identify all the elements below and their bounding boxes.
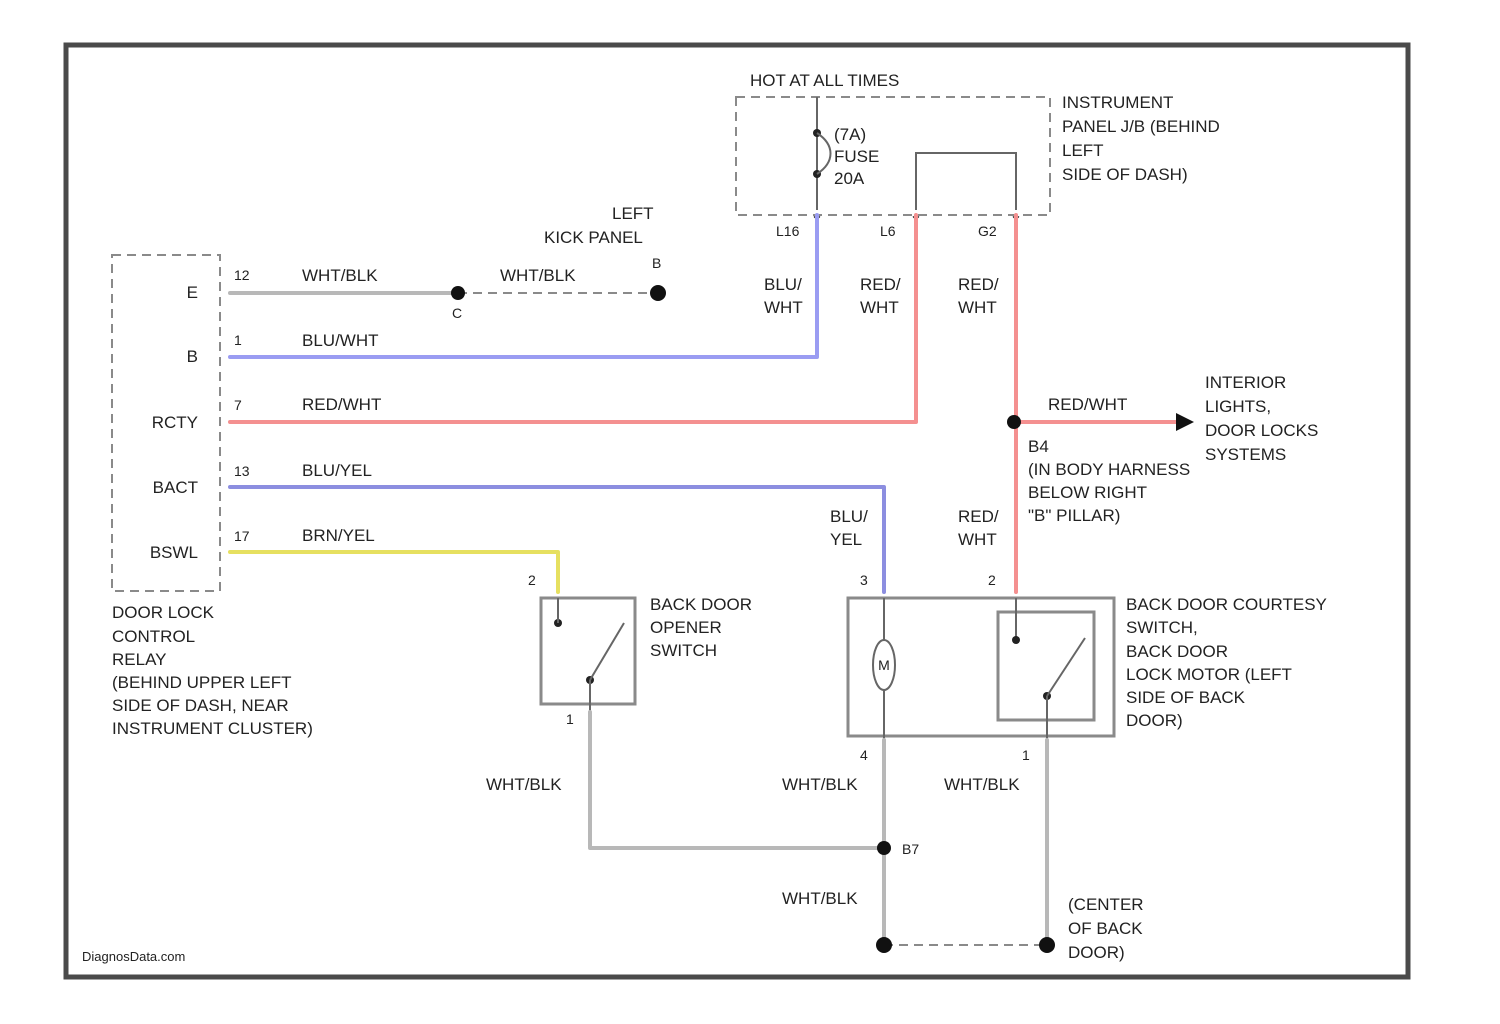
pin-g2: G2 xyxy=(978,223,997,239)
wire-l16-line-2: WHT xyxy=(764,298,803,317)
splice-b7-label: B7 xyxy=(902,841,919,857)
relay-pin-12: 12 xyxy=(234,267,250,283)
splice-c-label: C xyxy=(452,305,462,321)
fuse-line-3: 20A xyxy=(834,169,865,188)
relay-pin-7: 7 xyxy=(234,397,242,413)
relay-pin-1: 1 xyxy=(234,332,242,348)
motor-pin-3: 3 xyxy=(860,572,868,588)
opener-pin-2: 2 xyxy=(528,572,536,588)
ground-line-2: OF BACK xyxy=(1068,919,1143,938)
wire-ground-label: WHT/BLK xyxy=(500,266,576,285)
wire-l16-line-1: BLU/ xyxy=(764,275,802,294)
motor-letter: M xyxy=(878,657,890,673)
watermark: DiagnosData.com xyxy=(82,949,185,964)
courtesy-pin-1: 1 xyxy=(1022,747,1030,763)
opener-ground-label: WHT/BLK xyxy=(486,775,562,794)
splice-c-dot xyxy=(451,286,465,300)
b4-desc-line-3: "B" PILLAR) xyxy=(1028,506,1120,525)
motor-bluyel-line-2: YEL xyxy=(830,530,862,549)
back-door-line-4: LOCK MOTOR (LEFT xyxy=(1126,665,1292,684)
splice-b7-dot xyxy=(877,841,891,855)
interior-line-2: LIGHTS, xyxy=(1205,397,1271,416)
wire-interior-label: RED/WHT xyxy=(1048,395,1127,414)
ground-line-1: (CENTER xyxy=(1068,895,1144,914)
wire-l6-line-2: WHT xyxy=(860,298,899,317)
wire-g2-line-1: RED/ xyxy=(958,275,999,294)
fuse-line-1: (7A) xyxy=(834,125,866,144)
wire-bswl-label: BRN/YEL xyxy=(302,526,375,545)
opener-pin-1: 1 xyxy=(566,711,574,727)
back-door-line-3: BACK DOOR xyxy=(1126,642,1228,661)
motor-ground-label: WHT/BLK xyxy=(782,775,858,794)
relay-desc-line-1: DOOR LOCK xyxy=(112,603,215,622)
wire-bact-label: BLU/YEL xyxy=(302,461,372,480)
splice-b4-label: B4 xyxy=(1028,437,1049,456)
wire-rcty-label: RED/WHT xyxy=(302,395,381,414)
motor-pin-4: 4 xyxy=(860,747,868,763)
fuse-line-2: FUSE xyxy=(834,147,879,166)
kick-panel-ground-dot xyxy=(650,285,666,301)
kick-panel-line-2: KICK PANEL xyxy=(544,228,643,247)
opener-line-1: BACK DOOR xyxy=(650,595,752,614)
relay-desc-line-3: RELAY xyxy=(112,650,166,669)
interior-line-3: DOOR LOCKS xyxy=(1205,421,1318,440)
relay-terminal-rcty: RCTY xyxy=(152,413,198,432)
jb-desc-line-4: SIDE OF DASH) xyxy=(1062,165,1188,184)
b4-desc-line-2: BELOW RIGHT xyxy=(1028,483,1147,502)
ground-dot-right xyxy=(1039,937,1055,953)
wire-e-label: WHT/BLK xyxy=(302,266,378,285)
relay-pin-13: 13 xyxy=(234,463,250,479)
interior-line-4: SYSTEMS xyxy=(1205,445,1286,464)
wire-b-label: BLU/WHT xyxy=(302,331,379,350)
relay-terminal-bswl: BSWL xyxy=(150,543,198,562)
kick-panel-ground-id: B xyxy=(652,255,661,271)
pin-l16: L16 xyxy=(776,223,800,239)
kick-panel-line-1: LEFT xyxy=(612,204,653,223)
splice-b4-dot xyxy=(1007,415,1021,429)
motor-redwht-line-1: RED/ xyxy=(958,507,999,526)
splice-ground-label: WHT/BLK xyxy=(782,889,858,908)
back-door-line-2: SWITCH, xyxy=(1126,618,1198,637)
relay-desc-line-4: (BEHIND UPPER LEFT xyxy=(112,673,291,692)
back-door-line-1: BACK DOOR COURTESY xyxy=(1126,595,1327,614)
motor-bluyel-line-1: BLU/ xyxy=(830,507,868,526)
relay-terminal-b: B xyxy=(187,347,198,366)
back-door-line-6: DOOR) xyxy=(1126,711,1183,730)
jb-desc-line-2: PANEL J/B (BEHIND xyxy=(1062,117,1220,136)
ground-dot-left xyxy=(876,937,892,953)
ground-line-3: DOOR) xyxy=(1068,943,1125,962)
jb-desc-line-1: INSTRUMENT xyxy=(1062,93,1173,112)
b4-desc-line-1: (IN BODY HARNESS xyxy=(1028,460,1190,479)
opener-line-2: OPENER xyxy=(650,618,722,637)
relay-desc-line-6: INSTRUMENT CLUSTER) xyxy=(112,719,313,738)
hot-at-all-times-label: HOT AT ALL TIMES xyxy=(750,71,899,90)
relay-desc-line-2: CONTROL xyxy=(112,627,195,646)
opener-line-3: SWITCH xyxy=(650,641,717,660)
diagram-frame xyxy=(66,45,1408,977)
interior-line-1: INTERIOR xyxy=(1205,373,1286,392)
courtesy-contact-top xyxy=(1012,636,1020,644)
wire-g2-line-2: WHT xyxy=(958,298,997,317)
jb-desc-line-3: LEFT xyxy=(1062,141,1103,160)
pin-l6: L6 xyxy=(880,223,896,239)
relay-desc-line-5: SIDE OF DASH, NEAR xyxy=(112,696,289,715)
motor-redwht-line-2: WHT xyxy=(958,530,997,549)
wire-l6-line-1: RED/ xyxy=(860,275,901,294)
back-door-line-5: SIDE OF BACK xyxy=(1126,688,1246,707)
relay-terminal-e: E xyxy=(187,283,198,302)
courtesy-pin-2: 2 xyxy=(988,572,996,588)
courtesy-ground-label: WHT/BLK xyxy=(944,775,1020,794)
relay-pin-17: 17 xyxy=(234,528,250,544)
relay-terminal-bact: BACT xyxy=(153,478,198,497)
